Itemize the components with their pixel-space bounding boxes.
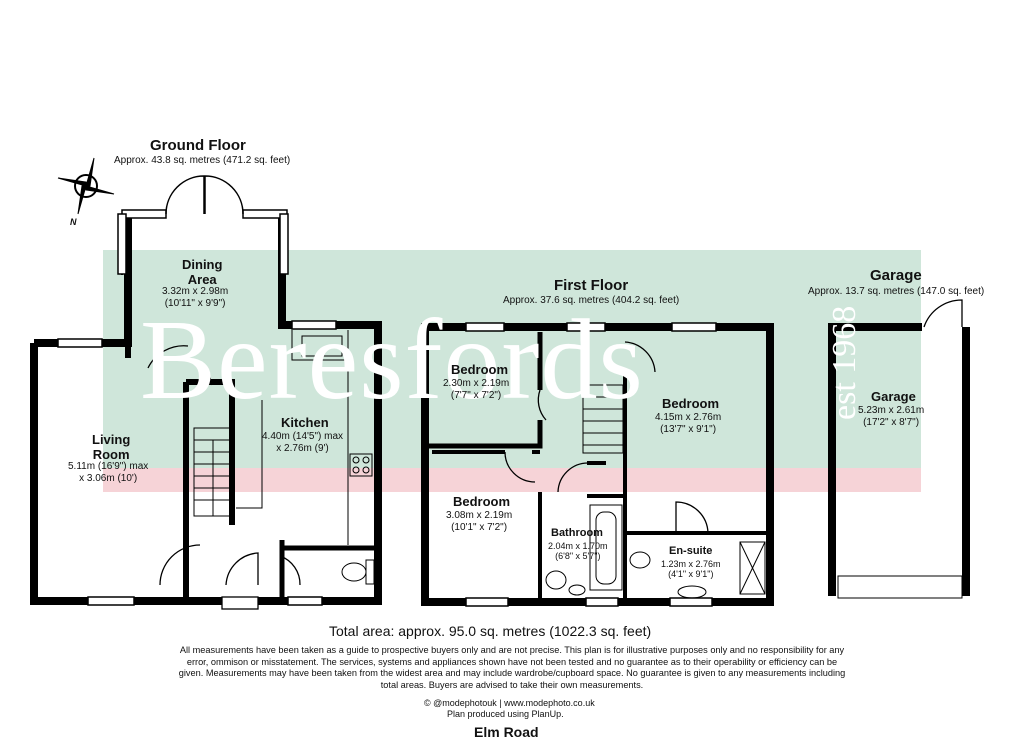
room-dims-bedroom-1: 2.30m x 2.19m (7'7" x 7'2") bbox=[443, 378, 510, 401]
room-dims-garage: 5.23m x 2.61m (17'2" x 8'7") bbox=[858, 405, 925, 428]
ground-floor-title: Ground Floor bbox=[150, 137, 246, 154]
room-dims-bedroom-2: 4.15m x 2.76m (13'7" x 9'1") bbox=[655, 412, 722, 435]
room-name-ensuite: En-suite bbox=[669, 545, 713, 557]
room-name-living: Living Room bbox=[92, 432, 131, 462]
room-dims-ensuite: 1.23m x 2.76m (4'1" x 9'1") bbox=[661, 559, 721, 580]
room-dims-living: 5.11m (16'9") max x 3.06m (10') bbox=[68, 461, 149, 484]
credit-line-2: Plan produced using PlanUp. bbox=[447, 709, 564, 719]
watermark-band bbox=[103, 250, 921, 492]
room-name-garage: Garage bbox=[871, 389, 916, 404]
room-name-kitchen: Kitchen bbox=[281, 415, 329, 430]
ground-floor-plan bbox=[30, 175, 382, 610]
disclaimer-text: All measurements have been taken as a gu… bbox=[178, 645, 846, 690]
first-floor-title: First Floor bbox=[554, 277, 629, 294]
compass-north-label: N bbox=[70, 217, 77, 227]
first-floor-area: Approx. 37.6 sq. metres (404.2 sq. feet) bbox=[503, 295, 680, 306]
watermark-brand: Beresfords bbox=[140, 296, 644, 423]
credit-line-1: © @modephotouk | www.modephoto.co.uk bbox=[424, 698, 595, 708]
garage-area: Approx. 13.7 sq. metres (147.0 sq. feet) bbox=[808, 286, 985, 297]
ground-floor-area: Approx. 43.8 sq. metres (471.2 sq. feet) bbox=[114, 155, 291, 166]
garage-plan bbox=[828, 299, 970, 599]
total-area: Total area: approx. 95.0 sq. metres (102… bbox=[329, 623, 652, 639]
garage-title: Garage bbox=[870, 267, 922, 284]
road-name: Elm Road bbox=[474, 724, 539, 740]
room-dims-kitchen: 4.40m (14'5") max x 2.76m (9') bbox=[262, 431, 344, 454]
room-dims-bathroom: 2.04m x 1.70m (6'8" x 5'7") bbox=[548, 541, 608, 562]
room-name-dining: Dining Area bbox=[182, 257, 223, 287]
watermark-est: est 1968 bbox=[826, 305, 863, 420]
room-name-bathroom: Bathroom bbox=[551, 527, 603, 539]
room-dims-dining: 3.32m x 2.98m (10'11" x 9'9") bbox=[162, 286, 229, 309]
room-dims-bedroom-3: 3.08m x 2.19m (10'1" x 7'2") bbox=[446, 510, 513, 533]
compass-icon bbox=[57, 157, 115, 215]
room-name-bedroom-2: Bedroom bbox=[662, 396, 720, 411]
room-name-bedroom-3: Bedroom bbox=[453, 494, 511, 509]
room-name-bedroom-1: Bedroom bbox=[451, 362, 509, 377]
first-floor-plan bbox=[421, 322, 774, 607]
